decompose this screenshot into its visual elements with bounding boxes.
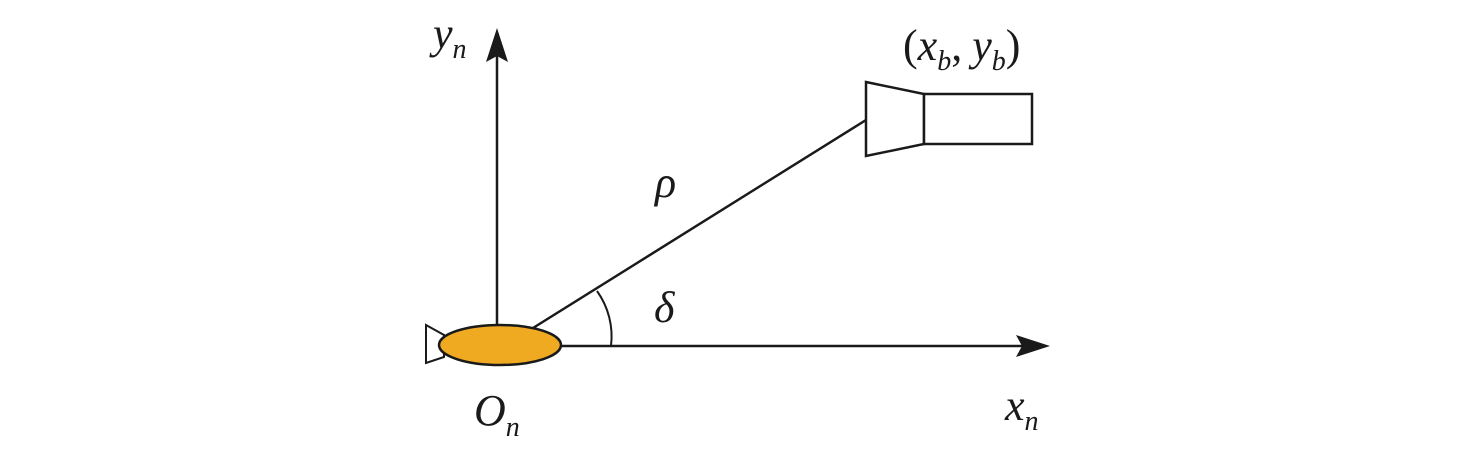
x-axis-label: xn	[1004, 381, 1039, 437]
underwater-vehicle-icon	[425, 323, 563, 367]
camera-body	[922, 92, 1034, 146]
vehicle-body	[437, 323, 563, 367]
x-axis-arrowhead	[1016, 335, 1050, 357]
y-axis-label: yn	[429, 9, 467, 65]
vehicle-tail-fin	[425, 323, 445, 365]
angle-label: δ	[654, 283, 676, 332]
camera-target-icon	[864, 80, 1034, 158]
angle-arc	[596, 290, 613, 347]
camera-lens	[864, 80, 926, 158]
range-label: ρ	[653, 158, 676, 207]
origin-label: On	[474, 386, 520, 443]
y-axis-arrowhead	[486, 28, 508, 62]
range-line	[532, 118, 867, 330]
target-coordinates-label: (xb,yb)	[903, 21, 1020, 77]
